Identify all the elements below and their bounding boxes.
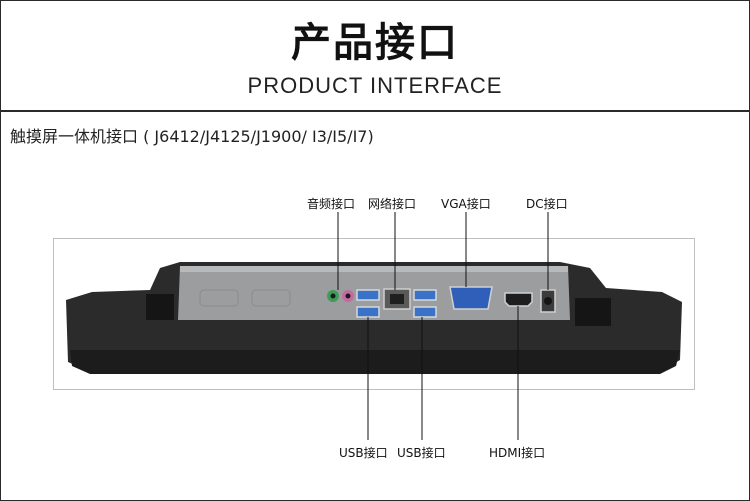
product-photo-frame xyxy=(53,238,695,390)
label-audio-port: 音频接口 xyxy=(307,197,356,211)
header-divider xyxy=(0,110,750,112)
label-dc-port: DC接口 xyxy=(526,197,568,211)
label-vga-port: VGA接口 xyxy=(441,197,491,211)
label-network-port: 网络接口 xyxy=(368,197,417,211)
usb-port-right-top-icon xyxy=(413,289,437,301)
blank-serial-port-right xyxy=(251,289,291,307)
label-usb-port-left: USB接口 xyxy=(339,446,388,460)
usb-port-left-top-icon xyxy=(356,289,380,301)
usb-port-left-bottom-icon xyxy=(356,306,380,318)
label-hdmi-port: HDMI接口 xyxy=(489,446,546,460)
label-usb-port-right: USB接口 xyxy=(397,446,446,460)
page-title: 产品接口 xyxy=(291,20,459,66)
left-foot xyxy=(146,294,174,320)
hdmi-port-icon xyxy=(504,292,533,307)
device-bottom-edge xyxy=(70,350,680,374)
vga-port-icon xyxy=(449,286,493,310)
usb-port-right-bottom-icon xyxy=(413,306,437,318)
page-title-english: PRODUCT INTERFACE xyxy=(247,73,503,98)
blank-serial-port-left xyxy=(199,289,239,307)
io-panel-shade xyxy=(180,266,568,272)
product-subtitle: 触摸屏一体机接口 ( J6412/J4125/J1900/ I3/I5/I7) xyxy=(10,127,374,146)
right-foot xyxy=(575,298,611,326)
